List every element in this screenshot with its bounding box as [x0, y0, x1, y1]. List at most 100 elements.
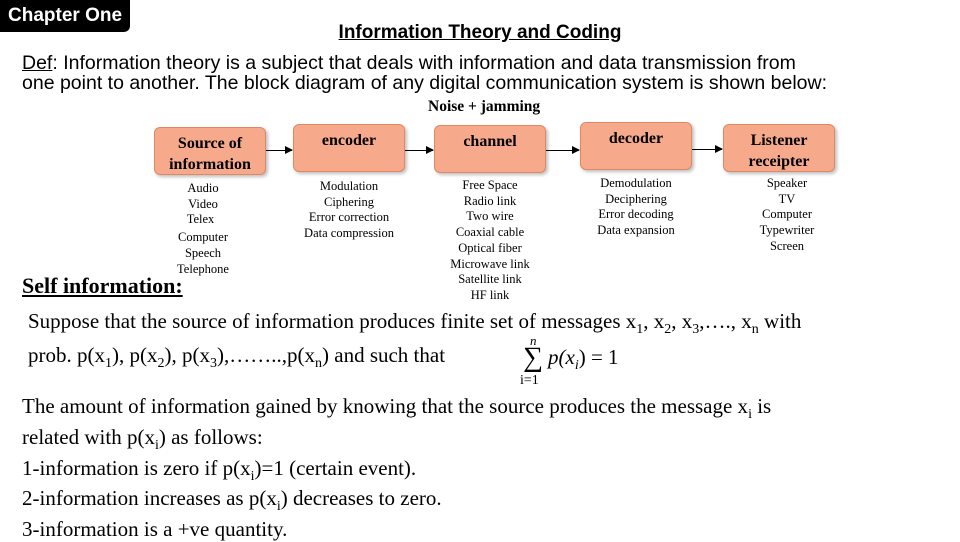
page-title: Information Theory and Coding [338, 22, 622, 43]
list-item: Coaxial cable [455, 225, 525, 240]
list-item: Typewriter [759, 223, 815, 238]
subscript: i [154, 438, 159, 454]
para2-line2: related with p(xi) as follows: [22, 425, 263, 454]
list-item: Satellite link [458, 272, 522, 287]
block-decoder-label: decoder [608, 130, 664, 147]
subscript: 1 [105, 356, 112, 372]
list-item: Radio link [463, 193, 517, 208]
source-items-list: Audio Video Telex Computer Speech Teleph… [160, 181, 246, 277]
list-item: HF link [470, 287, 510, 302]
block-encoder: encoder [293, 124, 405, 172]
point-1: 1-information is zero if p(xi)=1 (certai… [22, 456, 416, 485]
arrow-source-encoder [266, 146, 293, 154]
block-listener: Listener receipter [723, 124, 835, 172]
text: ),……..,p(x [217, 343, 315, 367]
block-decoder: decoder [580, 122, 692, 170]
subscript: i [276, 499, 281, 515]
text: prob. p(x [28, 343, 105, 367]
point-2: 2-information increases as p(xi) decreas… [22, 486, 442, 515]
text: )=1 (certain event). [254, 456, 417, 480]
list-item: Modulation [319, 179, 379, 193]
list-item: Deciphering [605, 191, 667, 206]
arrow-decoder-listener [692, 145, 723, 153]
subscript: 2 [664, 322, 672, 338]
subscript: i [574, 358, 579, 374]
block-source-line2: information [169, 156, 251, 173]
definition-label: Def [22, 52, 53, 74]
list-item: Computer [178, 230, 228, 245]
block-source-line1: Source of [177, 135, 243, 152]
list-item: Video [188, 196, 218, 211]
text: is [751, 394, 772, 418]
list-item: Microwave link [450, 256, 530, 271]
subscript: i [748, 407, 752, 423]
text: 1-information is zero if p(x [22, 456, 251, 480]
block-encoder-label: encoder [321, 132, 377, 149]
subscript: n [751, 322, 759, 338]
subscript: 3 [210, 356, 217, 372]
list-item: Audio [187, 181, 219, 195]
text: 2-information increases as p(x [22, 486, 277, 510]
text: Suppose that the source of information p… [28, 309, 637, 333]
para1-line2: prob. p(x1), p(x2), p(x3),……..,p(xn) and… [28, 343, 445, 372]
channel-items-list: Free Space Radio link Two wire Coaxial c… [440, 178, 540, 304]
subscript: i [250, 469, 255, 485]
text: ) = 1 [578, 345, 619, 369]
list-item: Error decoding [598, 207, 674, 222]
encoder-items-list: Modulation Ciphering Error correction Da… [295, 179, 403, 242]
chapter-tag: Chapter One [0, 0, 131, 32]
list-item: Screen [769, 238, 804, 253]
list-item: Speech [184, 245, 222, 260]
list-item: Free Space [462, 178, 518, 192]
arrow-encoder-channel [405, 146, 434, 154]
summation-formula: n ∑ i=1 p(xi) = 1 [515, 333, 645, 393]
decoder-items-list: Demodulation Deciphering Error decoding … [584, 176, 688, 239]
text: , x [643, 309, 665, 333]
block-listener-line2: receipter [748, 153, 810, 170]
list-item: Telex [186, 212, 215, 227]
text: ) and such that [322, 343, 446, 367]
list-item: Speaker [766, 176, 808, 190]
text: ) decreases to zero. [280, 486, 442, 510]
self-information-heading: Self information: [22, 273, 183, 298]
para1-line1: Suppose that the source of information p… [28, 309, 801, 338]
sum-upper-limit: n [530, 333, 537, 348]
subscript: n [315, 356, 322, 372]
text: , x [671, 309, 693, 333]
text: ), p(x [164, 343, 211, 367]
list-item: Computer [762, 207, 812, 222]
noise-label: Noise + jamming [428, 98, 541, 115]
block-listener-line1: Listener [750, 132, 808, 149]
text: ,…., x [699, 309, 752, 333]
list-item: Telephone [177, 261, 229, 276]
list-item: Data expansion [597, 223, 675, 238]
sum-expression: p(xi) = 1 [548, 345, 619, 374]
definition-line2: one point to another. The block diagram … [22, 72, 827, 94]
list-item: Optical fiber [458, 240, 522, 255]
text: The amount of information gained by know… [22, 394, 749, 418]
list-item: Demodulation [600, 176, 672, 190]
list-item: TV [778, 191, 796, 206]
text: ), p(x [112, 343, 158, 367]
point-3: 3-information is a +ve quantity. [22, 517, 288, 541]
list-item: Two wire [466, 209, 514, 224]
subscript: 3 [692, 322, 700, 338]
list-item: Data compression [304, 226, 394, 241]
text: with [758, 309, 802, 333]
arrow-channel-decoder [546, 146, 580, 154]
sigma-symbol: ∑ [523, 342, 543, 373]
block-channel: channel [434, 125, 546, 173]
list-item: Ciphering [324, 194, 374, 209]
block-source: Source of information [154, 127, 266, 175]
list-item: Error correction [308, 210, 390, 225]
text: p(x [548, 345, 575, 369]
definition-paragraph: Def: Information theory is a subject tha… [22, 53, 952, 93]
listener-items-list: Speaker TV Computer Typewriter Screen [745, 176, 829, 255]
block-channel-label: channel [463, 133, 517, 150]
text: ) as follows: [158, 425, 263, 449]
text: related with p(x [22, 425, 155, 449]
subscript: 2 [157, 356, 165, 372]
sum-lower-limit: i=1 [520, 373, 539, 388]
para2-line1: The amount of information gained by know… [22, 394, 771, 423]
definition-line1: : Information theory is a subject that d… [52, 52, 796, 74]
